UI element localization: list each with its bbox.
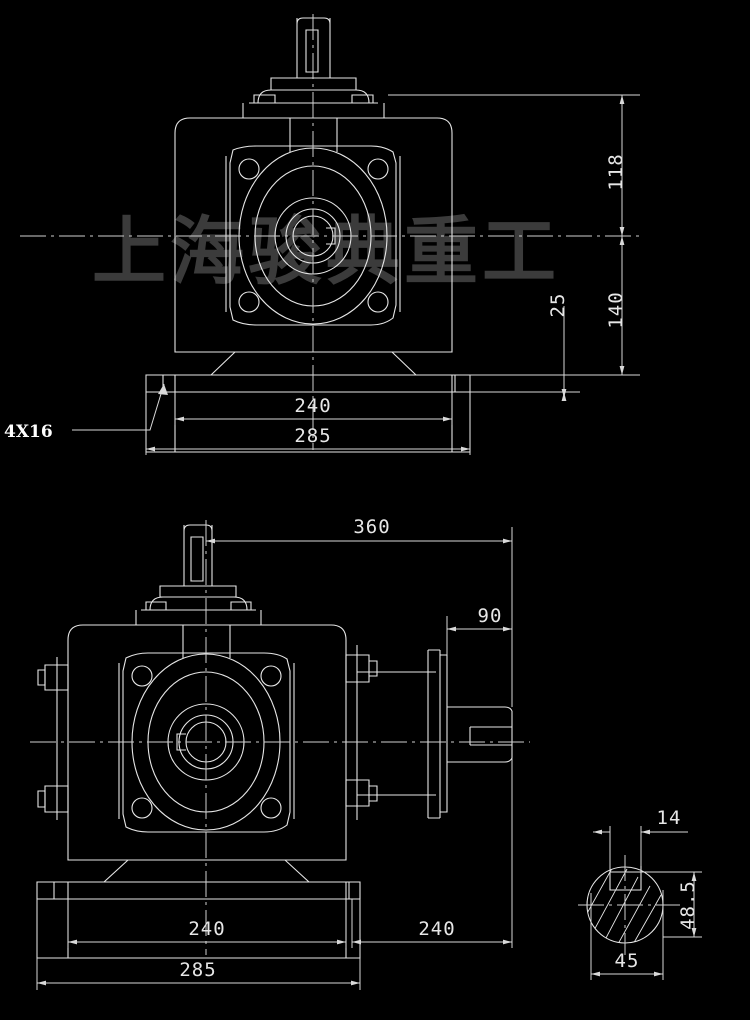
dimension-text-285-top: 285 — [294, 425, 331, 447]
front-view-geometry — [20, 14, 640, 453]
side-view-geometry — [30, 520, 530, 959]
dimension-text-240-left: 240 — [188, 918, 225, 940]
front-view-dimensions: 118 140 25 240 285 4X16 — [4, 94, 640, 455]
dimension-text-48-5: 48.5 — [677, 880, 699, 930]
dimension-text-45: 45 — [615, 950, 640, 972]
dimension-text-240-right: 240 — [418, 918, 455, 940]
dimension-text-360: 360 — [353, 516, 390, 538]
shaft-section-dimensions: 14 48.5 45 — [590, 807, 702, 980]
dimension-text-14: 14 — [657, 807, 682, 829]
dimension-text-240-top: 240 — [294, 395, 331, 417]
dimension-text-25: 25 — [547, 293, 569, 318]
dimension-text-90: 90 — [478, 605, 503, 627]
side-view-dimensions: 360 90 240 240 285 — [36, 516, 513, 990]
dimension-text-285-bottom: 285 — [179, 959, 216, 981]
dimension-text-118: 118 — [605, 153, 627, 190]
watermark-text: 上海骏典重工 — [92, 209, 560, 295]
dimension-text-140: 140 — [605, 291, 627, 328]
leader-note-text-4x16: 4X16 — [4, 422, 53, 442]
